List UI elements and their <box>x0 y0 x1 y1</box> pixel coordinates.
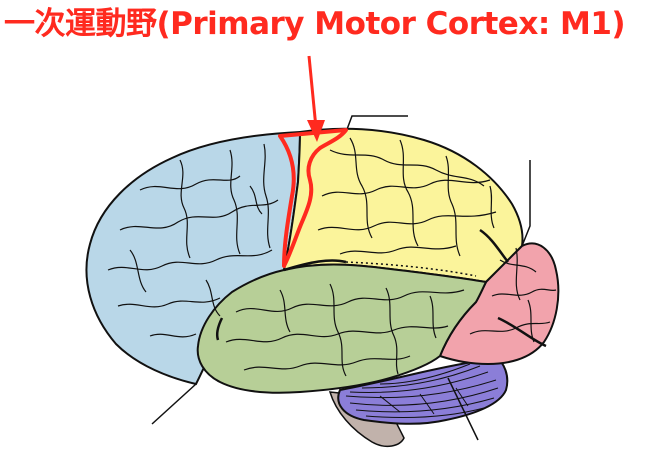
leader-lines <box>151 115 531 441</box>
temporal-lobe <box>196 263 488 394</box>
parietal-temporal-boundary <box>345 261 477 277</box>
cerebellum-folia <box>345 363 499 418</box>
annotation-arrowhead <box>307 120 325 142</box>
primary-motor-cortex-outline <box>278 128 348 268</box>
gyri-texture <box>107 137 557 377</box>
major-sulci <box>215 228 547 348</box>
annotation-arrow-line <box>307 55 318 129</box>
cerebellum <box>337 356 509 425</box>
diagram-title: 一次運動野(Primary Motor Cortex: M1) <box>4 6 626 42</box>
